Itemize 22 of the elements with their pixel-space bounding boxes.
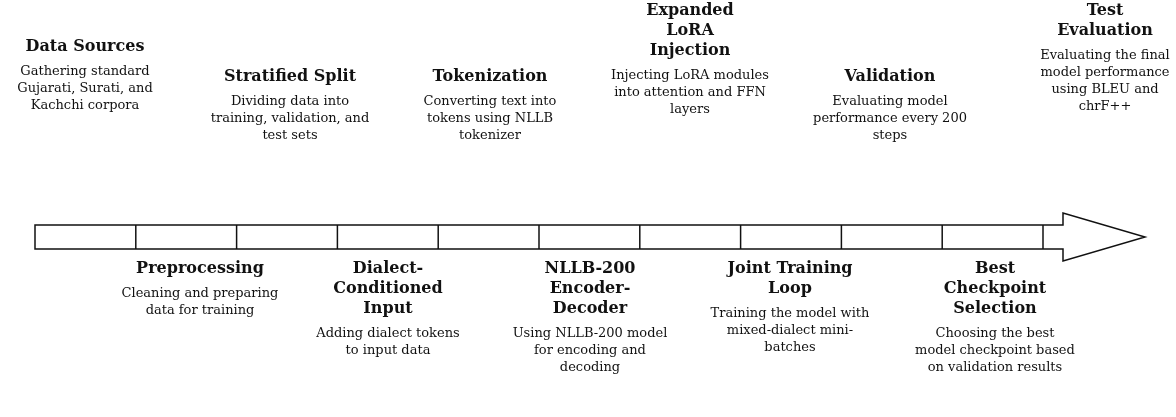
stage-description: Dividing data into training, validation, and test sets <box>210 92 370 143</box>
stage-description: Converting text into tokens using NLLB tokenizer <box>422 92 558 143</box>
stage-heading: Tokenization <box>431 66 549 86</box>
stage-heading: Best Checkpoint Selection <box>942 258 1048 318</box>
stage-description: Using NLLB-200 model for encoding and decoding <box>511 324 669 375</box>
stage-heading: Validation <box>843 66 937 86</box>
stage-heading: Stratified Split <box>222 66 358 86</box>
stage-heading: Dialect-Conditioned Input <box>332 258 444 318</box>
stage-description: Cleaning and preparing data for training <box>120 284 280 318</box>
stage-description: Adding dialect tokens to input data <box>315 324 461 358</box>
stage-description: Choosing the best model checkpoint based on validation results <box>915 324 1075 375</box>
stage-heading: Data Sources <box>24 36 146 56</box>
stage-heading: Expanded LoRA Injection <box>645 0 735 60</box>
stage-description: Evaluating the final model performance using BLEU and chrF++ <box>1039 46 1171 114</box>
stage-description: Training the model with mixed-dialect mini-batches <box>710 304 870 355</box>
stage-heading: Test Evaluation <box>1056 0 1154 40</box>
stage-heading: NLLB-200 Encoder-Decoder <box>543 258 637 318</box>
stage-description: Gathering standard Gujarati, Surati, and Kachchi corpora <box>16 62 154 113</box>
stage-heading: Joint Training Loop <box>725 258 854 298</box>
stage-description: Evaluating model performance every 200 steps <box>812 92 968 143</box>
stage-description: Injecting LoRA modules into attention and FFN layers <box>610 66 770 117</box>
stage-heading: Preprocessing <box>135 258 265 278</box>
